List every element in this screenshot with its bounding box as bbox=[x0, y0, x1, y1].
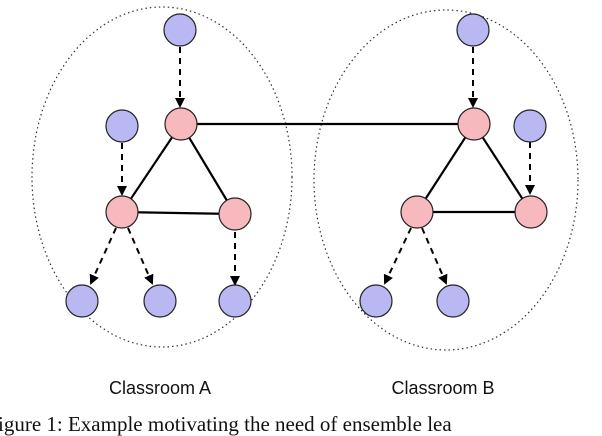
core-node bbox=[105, 195, 139, 229]
peripheral-node bbox=[359, 284, 393, 318]
peripheral-node bbox=[163, 13, 197, 47]
peripheral-node bbox=[456, 13, 490, 47]
edge-a-top-left bbox=[121, 123, 182, 213]
arrow-b-out-2 bbox=[421, 227, 448, 285]
core-node bbox=[164, 107, 198, 141]
core-node bbox=[514, 195, 548, 229]
core-node bbox=[218, 197, 252, 231]
arrow-a-out-2 bbox=[127, 227, 154, 285]
edge-a-left-right bbox=[121, 210, 236, 216]
arrow-a-out-1 bbox=[89, 227, 117, 285]
dashed-arrows bbox=[89, 47, 535, 286]
solid-edges bbox=[121, 122, 532, 216]
classroom-a-label: Classroom A bbox=[109, 378, 211, 398]
classroom-b-label: Classroom B bbox=[391, 378, 494, 398]
classroom-a-nodes bbox=[65, 13, 252, 318]
peripheral-node bbox=[513, 109, 547, 143]
classroom-b-nodes bbox=[359, 13, 548, 318]
peripheral-node bbox=[218, 284, 252, 318]
arrow-b-out-1 bbox=[383, 227, 412, 285]
peripheral-node bbox=[436, 284, 470, 318]
core-node bbox=[457, 107, 491, 141]
edge-b-top-left bbox=[416, 123, 475, 213]
classroom-a-boundary bbox=[31, 6, 293, 348]
edge-b-top-right bbox=[473, 123, 532, 213]
figure-caption: igure 1: Example motivating the need of … bbox=[0, 412, 452, 436]
edge-a-top-right bbox=[180, 123, 236, 215]
peripheral-node bbox=[65, 284, 99, 318]
core-node bbox=[400, 195, 434, 229]
peripheral-node bbox=[143, 284, 177, 318]
peripheral-node bbox=[105, 109, 139, 143]
classroom-b-boundary bbox=[313, 9, 579, 351]
